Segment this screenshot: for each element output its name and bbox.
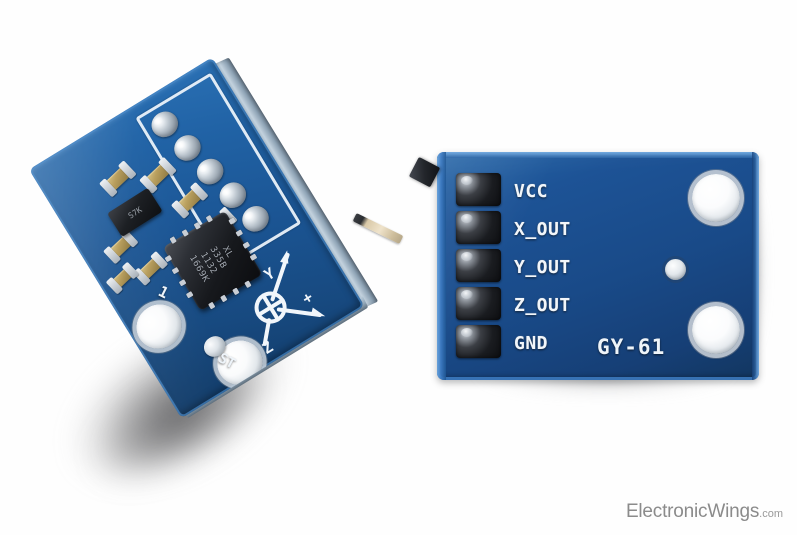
pin-label-zout: Z_OUT — [514, 295, 571, 316]
watermark-tld: .com — [759, 508, 783, 520]
pcb-edge-left — [437, 152, 446, 380]
pin-header-pads — [456, 173, 501, 359]
watermark: ElectronicWings .com — [626, 501, 783, 523]
pin-label-yout: Y_OUT — [514, 257, 571, 278]
axis-label-z: Z — [259, 338, 276, 358]
solder-pad-xout — [456, 211, 501, 244]
solder-pad-zout — [456, 287, 501, 320]
solder-sheen — [461, 252, 473, 261]
solder-pad-gnd — [456, 325, 501, 358]
axis-label-x: + — [299, 288, 316, 308]
pin-label-xout: X_OUT — [514, 219, 571, 240]
mount-hole-bottom-right — [692, 306, 740, 354]
solder-sheen — [461, 290, 473, 299]
gy61-board-front-view: S7K — [2, 13, 441, 429]
solder-sheen — [461, 328, 473, 337]
board-model-label: GY-61 — [597, 335, 666, 359]
solder-sheen — [461, 214, 473, 223]
via-hole — [665, 259, 686, 280]
pcb-edge-top — [437, 152, 759, 158]
solder-pad-vcc — [456, 173, 501, 206]
axis-orientation-icon: Y + Z — [254, 250, 326, 358]
pcb-edge-right — [752, 152, 759, 380]
gy61-board-back-view: VCC X_OUT Y_OUT Z_OUT GND GY-61 — [437, 152, 759, 380]
regulator-marking: S7K — [126, 204, 144, 221]
pcb-front-surface: S7K — [28, 57, 365, 419]
solder-pad-yout — [456, 249, 501, 282]
solder-sheen — [461, 176, 473, 185]
mount-hole-top-right — [692, 174, 740, 222]
pin-label-vcc: VCC — [514, 181, 549, 202]
pin-header-block — [408, 156, 441, 188]
axis-label-y: Y — [261, 264, 278, 284]
pin-label-gnd: GND — [514, 333, 549, 354]
watermark-brand: ElectronicWings — [625, 501, 760, 522]
